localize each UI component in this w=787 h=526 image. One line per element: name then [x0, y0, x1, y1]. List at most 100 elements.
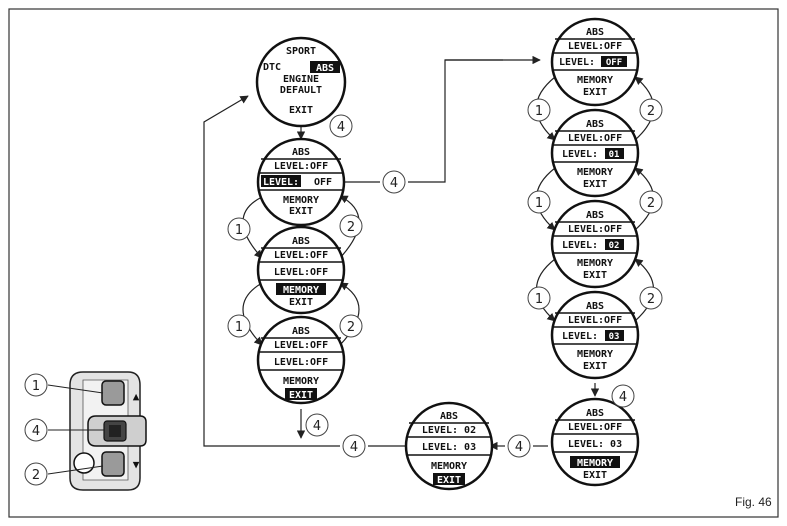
screen-r2-exit: EXIT	[583, 179, 607, 190]
svg-text:1: 1	[235, 320, 243, 335]
screen-r3-level-b-label: LEVEL:	[562, 240, 598, 251]
screen-abs1-level-b-value: OFF	[314, 177, 332, 188]
badge-4-a: 4	[329, 114, 353, 138]
step-badges: 4 4 1 2 1 2 4 4 4 4 1 2 1 2 1 2	[227, 98, 663, 458]
screen-sport-dtc: DTC	[263, 62, 281, 73]
badge-1-c: 1	[527, 98, 551, 122]
screen-abs-memory-select: ABS LEVEL:OFF LEVEL:OFF MEMORY EXIT	[256, 225, 346, 315]
screen-r4-title: ABS	[586, 301, 604, 312]
screen-abs2-memory-selected: MEMORY	[283, 285, 319, 296]
screen-r1-memory: MEMORY	[577, 75, 613, 86]
screen-abs3-level-a: LEVEL:OFF	[274, 340, 328, 351]
screen-sport-abs-selected: ABS	[316, 63, 334, 74]
screen-abs2-title: ABS	[292, 236, 310, 247]
screen-r3-exit: EXIT	[583, 270, 607, 281]
screen-r2-memory: MEMORY	[577, 167, 613, 178]
svg-text:4: 4	[515, 440, 523, 455]
screen-r3-level-b-value: 02	[609, 241, 620, 251]
screen-abs1-title: ABS	[292, 147, 310, 158]
badge-4-c: 4	[305, 413, 329, 437]
screen-r4-level-b-label: LEVEL:	[562, 331, 598, 342]
screen-abs-exit-select: ABS LEVEL:OFF LEVEL:OFF MEMORY EXIT	[256, 315, 346, 405]
badge-1-d: 1	[527, 190, 551, 214]
badge-1-a: 1	[227, 217, 251, 241]
svg-text:1: 1	[235, 223, 243, 238]
svg-text:2: 2	[347, 220, 355, 235]
screen-r5-memory-selected: MEMORY	[577, 458, 613, 469]
screen-r5-level-b: LEVEL: 03	[568, 439, 622, 450]
screen-r4-exit: EXIT	[583, 361, 607, 372]
svg-text:1: 1	[535, 292, 543, 307]
badge-1-e: 1	[527, 286, 551, 310]
screen-abs-level-select: ABS LEVEL:OFF LEVEL: OFF MEMORY EXIT	[256, 137, 346, 227]
svg-text:4: 4	[350, 440, 358, 455]
badge-2-c: 2	[639, 98, 663, 122]
figure-label: Fig. 46	[735, 495, 772, 509]
screen-abs2-level-b: LEVEL:OFF	[274, 267, 328, 278]
screen-b1-memory: MEMORY	[431, 461, 467, 472]
screen-b1-level-b: LEVEL: 03	[422, 442, 476, 453]
badge-2-a: 2	[339, 214, 363, 238]
screen-sport-title: SPORT	[286, 46, 316, 57]
screen-b1-title: ABS	[440, 411, 458, 422]
svg-text:4: 4	[313, 419, 321, 434]
badge-4-e: 4	[507, 434, 531, 458]
badge-2-e: 2	[639, 286, 663, 310]
screen-r5-title: ABS	[586, 408, 604, 419]
handlebar-switch: ▲ ▼ 1 4 2	[24, 371, 147, 491]
svg-text:2: 2	[647, 104, 655, 119]
screen-abs-level-off: ABS LEVEL:OFF LEVEL: OFF MEMORY EXIT	[550, 17, 640, 107]
screen-r3-title: ABS	[586, 210, 604, 221]
screen-abs-level-01: ABS LEVEL:OFF LEVEL: 01 MEMORY EXIT	[550, 108, 640, 198]
screen-r3-level-a: LEVEL:OFF	[568, 224, 622, 235]
screen-abs1-exit: EXIT	[289, 206, 313, 217]
up-icon: ▲	[133, 390, 140, 403]
badge-4-d: 4	[342, 434, 366, 458]
screen-r2-title: ABS	[586, 119, 604, 130]
screen-abs-memory-saved: ABS LEVEL: 02 LEVEL: 03 MEMORY EXIT	[404, 401, 494, 491]
screen-abs1-memory: MEMORY	[283, 195, 319, 206]
svg-text:4: 4	[619, 390, 627, 405]
screen-r4-memory: MEMORY	[577, 349, 613, 360]
screen-sport-engine: ENGINE	[283, 74, 319, 85]
down-button[interactable]	[101, 451, 125, 477]
switch-badge-2: 2	[32, 468, 40, 483]
svg-text:4: 4	[337, 120, 345, 135]
screen-r2-level-b-label: LEVEL:	[562, 149, 598, 160]
screen-sport-menu: SPORT DTC ABS ENGINE DEFAULT EXIT	[255, 36, 347, 128]
screen-abs-level-03: ABS LEVEL:OFF LEVEL: 03 MEMORY EXIT	[550, 290, 640, 380]
screen-abs3-title: ABS	[292, 326, 310, 337]
screen-abs3-exit-selected: EXIT	[289, 390, 313, 401]
up-button[interactable]	[101, 380, 125, 406]
screen-r3-memory: MEMORY	[577, 258, 613, 269]
svg-text:2: 2	[647, 196, 655, 211]
screen-b1-exit-selected: EXIT	[437, 475, 461, 486]
screen-r1-level-b-value: OFF	[606, 58, 622, 68]
badge-1-b: 1	[227, 314, 251, 338]
screen-r5-level-a: LEVEL:OFF	[568, 422, 622, 433]
screen-abs2-level-a: LEVEL:OFF	[274, 250, 328, 261]
screen-abs1-level-b-selected: LEVEL:	[263, 177, 299, 188]
switch-badge-1: 1	[32, 379, 40, 394]
screen-sport-exit: EXIT	[289, 105, 313, 116]
screen-abs3-memory: MEMORY	[283, 376, 319, 387]
screen-r2-level-a: LEVEL:OFF	[568, 133, 622, 144]
screen-abs1-level-a: LEVEL:OFF	[274, 161, 328, 172]
switch-badge-4: 4	[32, 424, 40, 439]
badge-2-d: 2	[639, 190, 663, 214]
badge-4-b: 4	[382, 170, 406, 194]
screen-sport-default: DEFAULT	[280, 85, 322, 96]
down-icon: ▼	[133, 458, 140, 471]
screen-b1-level-a: LEVEL: 02	[422, 425, 476, 436]
screen-abs2-exit: EXIT	[289, 297, 313, 308]
badge-2-b: 2	[339, 314, 363, 338]
svg-text:2: 2	[647, 292, 655, 307]
screen-abs-memory-03: ABS LEVEL:OFF LEVEL: 03 MEMORY EXIT	[550, 397, 640, 487]
screen-r4-level-a: LEVEL:OFF	[568, 315, 622, 326]
svg-text:1: 1	[535, 196, 543, 211]
screen-r1-level-b-label: LEVEL:	[559, 57, 595, 68]
screen-r5-exit: EXIT	[583, 470, 607, 481]
screen-r4-level-b-value: 03	[609, 332, 620, 342]
screen-r1-level-a: LEVEL:OFF	[568, 41, 622, 52]
